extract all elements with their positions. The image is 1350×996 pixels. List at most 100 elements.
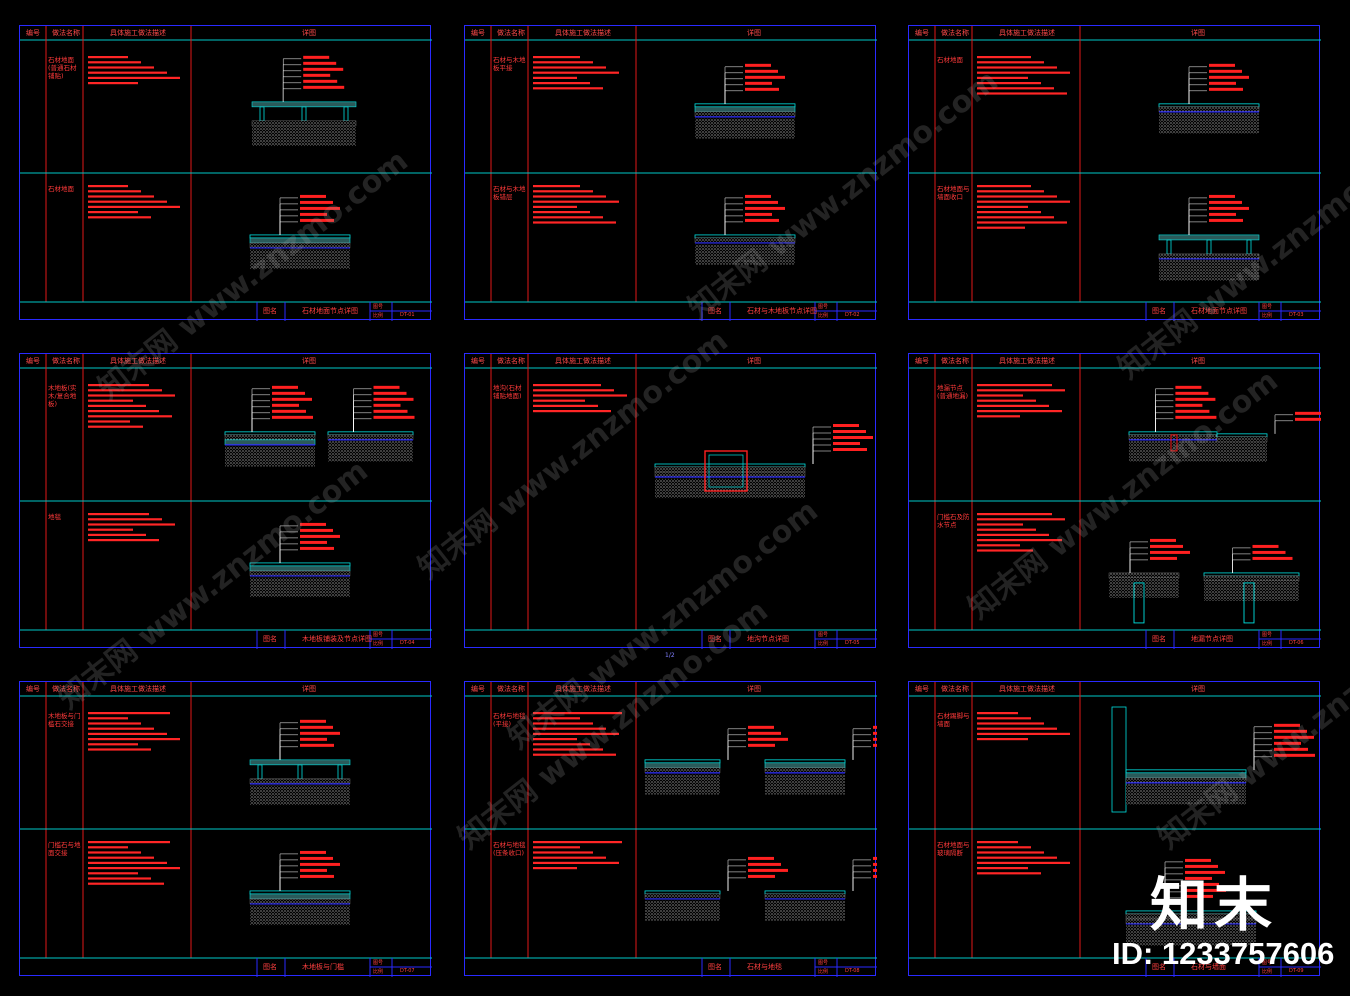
brand-logo: 知末 [1150,871,1279,939]
sheet-linework [465,26,877,321]
sheet-title: 石材与墙面 [1191,963,1226,971]
header-col-name: 做法名称 [497,357,525,365]
header-col-detail: 详图 [747,29,761,37]
titleblock-sheet-label: 图号 [1262,960,1273,966]
sheet-linework [909,26,1321,321]
row-label: 门槛石与地面交接 [48,841,81,857]
titleblock-scale-label: 比例 [373,969,384,975]
section-detail [1125,723,1315,805]
image-id-label: ID: 1233757606 [1112,936,1335,971]
sheet-title: 石材与木地板节点详图 [747,307,817,315]
header-col-description: 具体施工做法描述 [999,357,1055,365]
section-detail [644,856,788,921]
row-label: 地沟(石材铺贴地面) [493,384,522,400]
section-detail [1216,411,1321,462]
section-detail [644,725,788,795]
row-label: 石材与木地板平接 [493,56,526,72]
header-col-description: 具体施工做法描述 [999,29,1055,37]
row-label: 石材踢脚与墙面 [937,712,970,728]
section-detail [249,850,351,926]
row-label: 石材地面 [48,185,74,193]
header-col-name: 做法名称 [52,685,80,693]
titleblock-scale-label: 比例 [1262,969,1273,975]
titleblock-name-label: 图名 [1152,963,1166,971]
detail-sheet: 编号做法名称具体施工做法描述详图石材地面石材地面与墙面收口图名石材地面节点详图图… [908,25,1321,321]
section-detail [654,424,873,499]
header-col-name: 做法名称 [497,685,525,693]
header-col-description: 具体施工做法描述 [999,685,1055,693]
titleblock-name-label: 图名 [1152,307,1166,315]
detail-sheet: 编号做法名称具体施工做法描述详图木地板与门槛石交接门槛石与地面交接图名木地板与门… [19,681,432,977]
titleblock-scale-label: 比例 [818,969,829,975]
sheet-linework [20,682,432,977]
row-label: 石材地面(普通石材铺贴) [48,56,77,80]
titleblock-name-label: 图名 [263,307,277,315]
detail-sheet: 编号做法名称具体施工做法描述详图石材地面(普通石材铺贴)石材地面图名石材地面节点… [19,25,432,321]
row-label: 石材地面与墙面收口 [937,185,970,201]
row-label: 石材与地毯(平接) [493,712,526,728]
header-col-description: 具体施工做法描述 [110,357,166,365]
header-col-name: 做法名称 [497,29,525,37]
titleblock-scale-label: 比例 [1262,641,1273,647]
titleblock-name-label: 图名 [263,963,277,971]
row-label: 石材与木地板错层 [493,185,526,201]
header-col-description: 具体施工做法描述 [555,29,611,37]
sheet-title: 木地板铺装及节点详图 [302,635,372,643]
sheet-code: DT-08 [845,968,860,974]
row-label: 地毯 [48,513,61,521]
sheet-title: 地漏节点详图 [1191,635,1233,643]
section-detail [694,63,796,139]
titleblock-scale-label: 比例 [1262,313,1273,319]
titleblock-sheet-label: 图号 [1262,632,1273,638]
row-label: 石材地面 [937,56,963,64]
titleblock-sheet-label: 图号 [818,632,829,638]
sheet-linework [465,354,877,649]
titleblock-sheet-label: 图号 [373,304,384,310]
section-detail [1108,538,1190,598]
header-col-description: 具体施工做法描述 [110,685,166,693]
row-label: 木地板与门槛石交接 [48,712,81,728]
page-number: 1/2 [665,652,675,659]
sheet-code: DT-03 [1289,312,1304,318]
sheet-linework [909,354,1321,649]
header-col-number: 编号 [915,685,929,693]
sheet-code: DT-04 [400,640,415,646]
titleblock-scale-label: 比例 [373,641,384,647]
sheet-linework [20,26,432,321]
header-col-detail: 详图 [747,685,761,693]
sheet-linework [465,682,877,977]
section-detail [1158,194,1260,281]
section-detail [694,194,796,265]
header-col-number: 编号 [915,29,929,37]
titleblock-scale-label: 比例 [818,641,829,647]
titleblock-name-label: 图名 [708,635,722,643]
titleblock-scale-label: 比例 [818,313,829,319]
sheet-title: 石材地面节点详图 [302,307,358,315]
titleblock-name-label: 图名 [263,635,277,643]
header-col-name: 做法名称 [52,357,80,365]
titleblock-sheet-label: 图号 [373,632,384,638]
sheet-code: DT-01 [400,312,415,318]
detail-sheet: 编号做法名称具体施工做法描述详图石材与地毯(平接)石材与地毯(压条收口)图名石材… [464,681,877,977]
sheet-code: DT-07 [400,968,415,974]
header-col-description: 具体施工做法描述 [555,685,611,693]
header-col-number: 编号 [26,29,40,37]
titleblock-sheet-label: 图号 [1262,304,1273,310]
titleblock-scale-label: 比例 [373,313,384,319]
titleblock-sheet-label: 图号 [818,960,829,966]
header-col-description: 具体施工做法描述 [555,357,611,365]
sheet-code: DT-06 [1289,640,1304,646]
section-detail [1203,544,1300,601]
sheet-code: DT-05 [845,640,860,646]
section-detail [1125,858,1257,946]
detail-sheet: 编号做法名称具体施工做法描述详图石材与木地板平接石材与木地板错层图名石材与木地板… [464,25,877,321]
row-label: 石材与地毯(压条收口) [493,841,526,857]
header-col-number: 编号 [471,685,485,693]
sheet-title: 石材与地毯 [747,963,782,971]
titleblock-sheet-label: 图号 [818,304,829,310]
row-label: 地漏节点(普通地漏) [937,384,969,400]
header-col-number: 编号 [26,357,40,365]
section-detail [251,55,357,146]
detail-sheet: 编号做法名称具体施工做法描述详图地漏节点(普通地漏)门槛石及防水节点图名地漏节点… [908,353,1321,649]
